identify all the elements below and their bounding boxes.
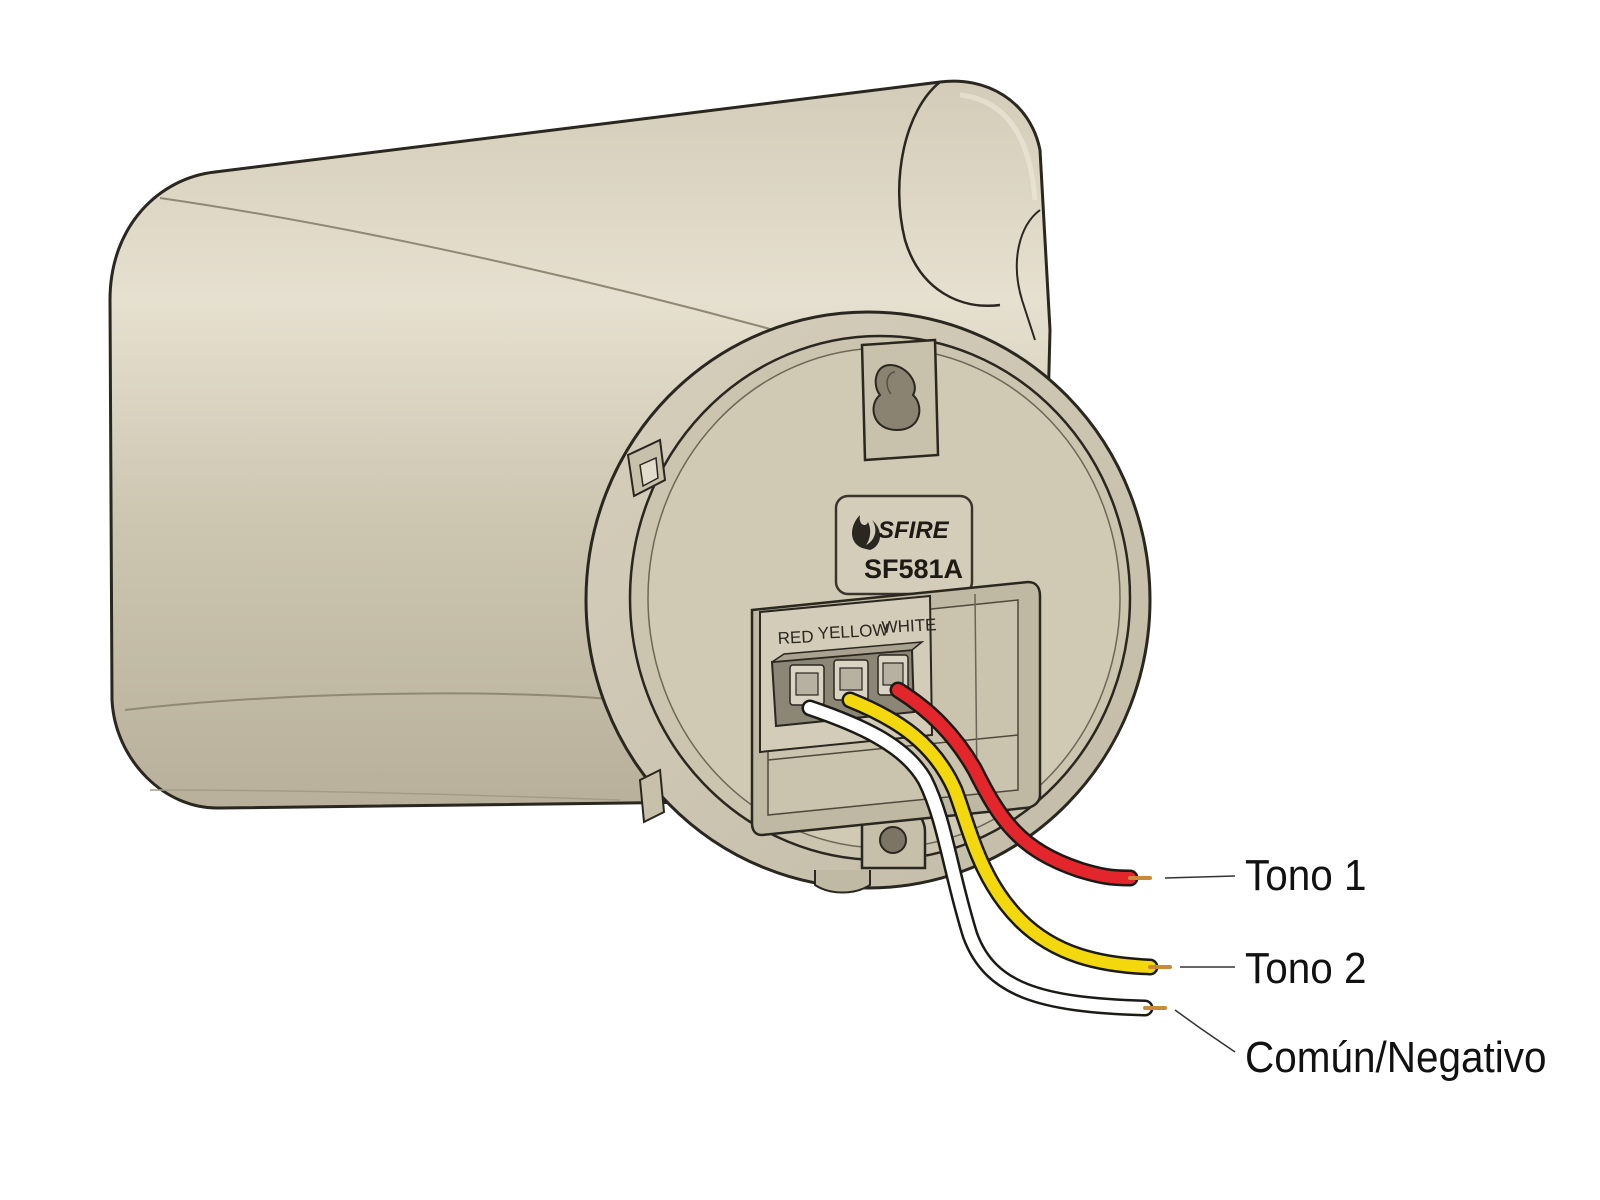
terminal-label-yellow: YELLOW [817,620,889,643]
callout-comun-negativo: Común/Negativo [1245,1033,1547,1082]
screw-terminal-yellow [833,659,869,701]
model-number: SF581A [864,554,963,584]
leader-comun [1174,1009,1236,1053]
leader-tono1 [1164,875,1236,879]
terminal-label-red: RED [777,627,814,648]
wire-white [801,699,1167,1017]
wire-red [889,681,1152,887]
terminal-label-white: WHITE [881,615,937,637]
brand-name: SFIRE [878,517,950,544]
callout-tono-2: Tono 2 [1245,944,1367,993]
terminal-labels: RED YELLOW WHITE [777,615,937,648]
wire-yellow [841,691,1172,976]
callout-tono-1: Tono 1 [1245,851,1367,900]
leader-lines [1164,875,1236,1053]
screw-terminal-red [789,664,825,706]
logo-badge: SFIRE SF581A [834,494,974,596]
wires [801,681,1172,1017]
flame-icon [852,515,881,550]
keyhole-mount [860,338,940,462]
